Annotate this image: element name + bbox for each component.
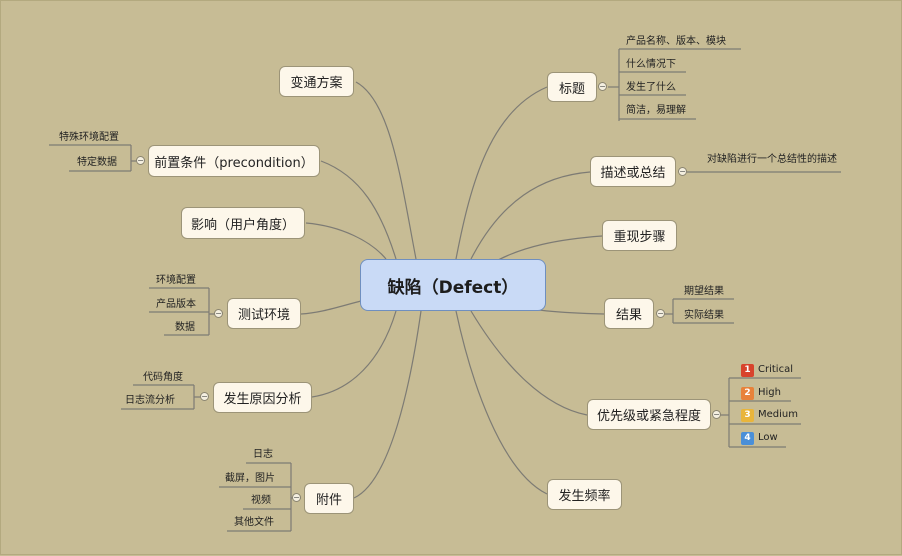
collapse-toggle-icon[interactable]: −	[598, 82, 607, 91]
priority-1-icon: 1	[741, 363, 754, 377]
priority-item-medium[interactable]: 3 Medium	[741, 408, 798, 423]
priority-2-icon: 2	[741, 386, 754, 400]
priority-label: High	[758, 387, 781, 398]
subtopic-label[interactable]: 日志流分析	[125, 395, 175, 406]
priority-4-icon: 4	[741, 431, 754, 445]
subtopic-label[interactable]: 简洁，易理解	[626, 105, 686, 116]
subtopic-label[interactable]: 什么情况下	[626, 59, 676, 70]
priority-item-high[interactable]: 2 High	[741, 386, 781, 401]
priority-label: Low	[758, 432, 778, 443]
priority-item-low[interactable]: 4 Low	[741, 431, 778, 446]
subtopic-label[interactable]: 特定数据	[77, 157, 117, 168]
subtopic-label[interactable]: 产品版本	[156, 299, 196, 310]
topic-precondition[interactable]: 前置条件（precondition）	[148, 145, 320, 177]
subtopic-label[interactable]: 数据	[175, 322, 195, 333]
subtopic-label[interactable]: 其他文件	[234, 517, 274, 528]
collapse-toggle-icon[interactable]: −	[712, 410, 721, 419]
topic-result[interactable]: 结果	[604, 298, 654, 329]
subtopic-label[interactable]: 代码角度	[143, 372, 183, 383]
subtopic-label[interactable]: 视频	[251, 495, 271, 506]
topic-reproduce-steps[interactable]: 重现步骤	[602, 220, 677, 251]
subtopic-label[interactable]: 期望结果	[684, 286, 724, 297]
priority-label: Medium	[758, 409, 798, 420]
priority-3-icon: 3	[741, 408, 754, 422]
collapse-toggle-icon[interactable]: −	[214, 309, 223, 318]
topic-attachment[interactable]: 附件	[304, 483, 354, 514]
priority-item-critical[interactable]: 1 Critical	[741, 363, 793, 378]
subtopic-label[interactable]: 特殊环境配置	[59, 132, 119, 143]
subtopic-label[interactable]: 日志	[253, 449, 273, 460]
topic-impact[interactable]: 影响（用户角度）	[181, 207, 305, 239]
collapse-toggle-icon[interactable]: −	[678, 167, 687, 176]
collapse-toggle-icon[interactable]: −	[200, 392, 209, 401]
priority-label: Critical	[758, 364, 793, 375]
topic-workaround[interactable]: 变通方案	[279, 66, 354, 97]
subtopic-label[interactable]: 对缺陷进行一个总结性的描述	[707, 154, 837, 165]
subtopic-label[interactable]: 截屏，图片	[225, 473, 275, 484]
collapse-toggle-icon[interactable]: −	[136, 156, 145, 165]
collapse-toggle-icon[interactable]: −	[656, 309, 665, 318]
central-topic[interactable]: 缺陷（Defect）	[360, 259, 546, 311]
subtopic-label[interactable]: 实际结果	[684, 310, 724, 321]
topic-frequency[interactable]: 发生频率	[547, 479, 622, 510]
subtopic-label[interactable]: 产品名称、版本、模块	[626, 36, 726, 47]
subtopic-label[interactable]: 环境配置	[156, 275, 196, 286]
subtopic-label[interactable]: 发生了什么	[626, 82, 676, 93]
topic-cause-analysis[interactable]: 发生原因分析	[213, 382, 312, 413]
topic-description[interactable]: 描述或总结	[590, 156, 676, 187]
topic-priority[interactable]: 优先级或紧急程度	[587, 399, 711, 430]
topic-test-environment[interactable]: 测试环境	[227, 298, 301, 329]
collapse-toggle-icon[interactable]: −	[292, 493, 301, 502]
topic-title[interactable]: 标题	[547, 72, 597, 102]
